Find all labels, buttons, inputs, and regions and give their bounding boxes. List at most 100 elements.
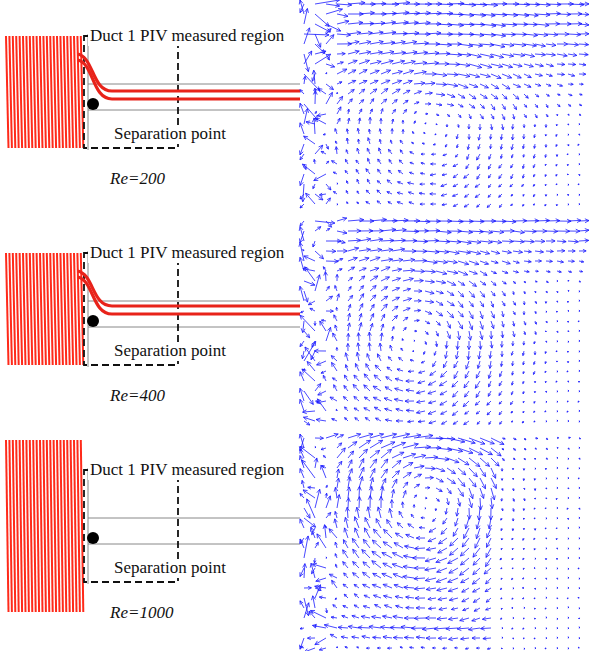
velocity-vector [348,304,351,311]
velocity-vector [453,184,458,187]
velocity-vector [381,449,392,458]
velocity-vector [437,588,447,592]
velocity-vector [420,203,425,205]
velocity-vector [535,73,542,76]
velocity-vector [501,321,504,327]
velocity-vector [434,627,447,631]
velocity-vector [337,107,341,114]
velocity-vector [469,104,475,108]
velocity-vector [546,458,548,460]
velocity-vector [431,163,436,166]
velocity-vector [392,452,404,458]
velocity-vector [512,628,514,629]
velocity-vector [380,333,383,341]
velocity-vector [304,508,310,518]
velocity-vector [579,391,580,392]
velocity-vector [557,648,558,649]
velocity-vector [381,296,388,301]
velocity-vector [392,479,397,488]
velocity-vector [556,183,557,184]
velocity-vector [437,568,447,572]
velocity-vector [394,543,403,548]
velocity-vector [377,354,381,361]
velocity-vector [447,301,454,306]
velocity-vector [403,80,412,84]
velocity-vector [326,92,332,104]
velocity-vector [414,269,425,273]
velocity-vector [381,304,387,311]
velocity-vector [535,239,545,243]
velocity-vector [392,258,403,262]
velocity-vector [304,536,309,558]
velocity-vector [312,596,316,608]
velocity-vector [523,478,525,481]
velocity-vector [447,438,465,443]
inflow-line [57,440,60,612]
velocity-vector [379,496,383,508]
velocity-vector [366,169,370,174]
velocity-vector [338,626,348,630]
velocity-vector [440,391,447,395]
velocity-vector [359,31,372,35]
velocity-vector [435,508,437,511]
velocity-vector [356,507,360,518]
velocity-vector [524,331,526,335]
velocity-vector [318,391,326,395]
velocity-vector [457,498,460,506]
velocity-vector [480,94,487,98]
velocity-vector [469,468,477,477]
velocity-vector [523,468,525,470]
velocity-vector [513,43,526,47]
velocity-vector [403,90,410,94]
velocity-vector [512,468,513,470]
velocity-vector [513,301,516,305]
velocity-vector [300,539,304,548]
velocity-vector [331,616,337,619]
velocity-vector [468,134,470,139]
inflow-line [77,440,80,612]
velocity-vector [546,311,547,312]
velocity-vector [330,634,337,638]
velocity-vector [304,136,315,144]
velocity-vector [346,191,348,194]
velocity-vector [326,496,331,508]
velocity-vector [368,496,372,508]
velocity-vector [568,271,572,273]
velocity-vector [429,401,436,404]
velocity-vector [458,104,463,107]
velocity-vector [545,154,547,157]
velocity-vector [556,204,557,206]
velocity-vector [370,60,381,64]
velocity-vector [403,575,414,579]
velocity-vector [524,94,528,98]
velocity-vector [315,384,321,391]
separation-dot [87,315,99,327]
velocity-vector [512,114,514,119]
velocity-vector [377,201,381,204]
velocity-vector [476,391,480,397]
velocity-vector [513,588,514,589]
velocity-vector [414,454,426,458]
velocity-vector [374,407,381,411]
velocity-vector [431,203,436,205]
velocity-vector [359,109,362,114]
velocity-vector [469,54,481,58]
velocity-vector [367,647,370,649]
velocity-vector [381,258,393,262]
velocity-vector [450,538,458,546]
velocity-vector [556,498,557,500]
velocity-vector [377,507,381,518]
velocity-vector [546,438,548,440]
velocity-vector [430,173,436,176]
velocity-vector [502,637,503,638]
velocity-vector [414,587,425,591]
velocity-vector [304,421,310,425]
velocity-vector [557,270,561,272]
velocity-vector [502,261,510,264]
velocity-vector [304,391,313,404]
velocity-vector [419,192,425,195]
velocity-vector [414,576,425,580]
velocity-vector [318,88,326,94]
velocity-vector [557,331,558,333]
